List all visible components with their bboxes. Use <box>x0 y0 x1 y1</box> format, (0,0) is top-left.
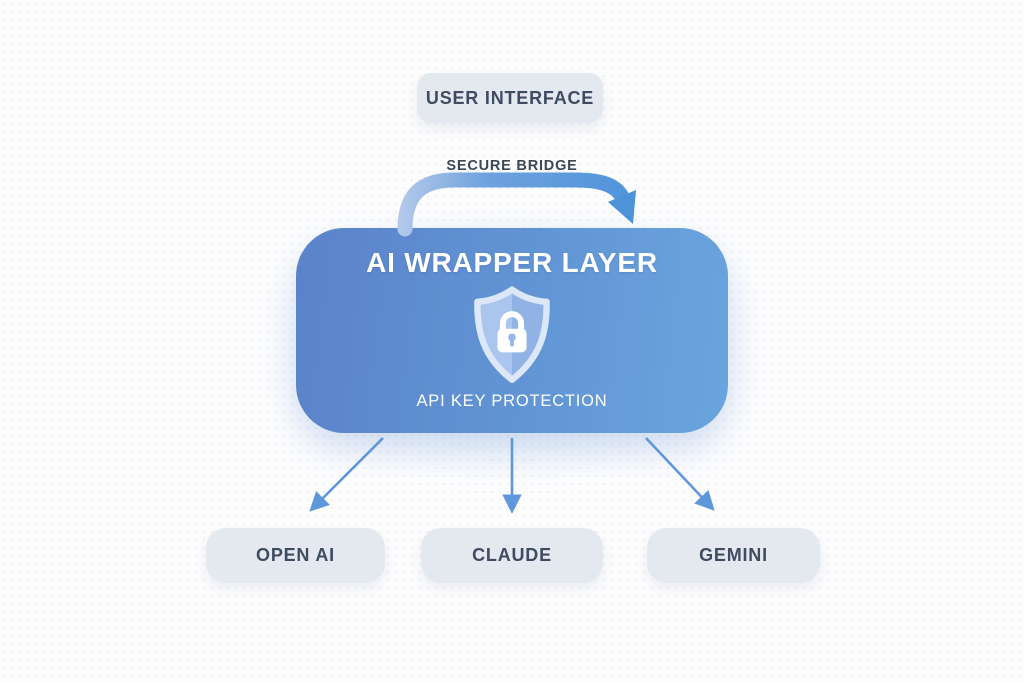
gemini-label: GEMINI <box>699 545 768 565</box>
node-claude: CLAUDE <box>421 528 603 583</box>
arrow-to-openai <box>309 437 384 512</box>
node-user-interface: USER INTERFACE <box>417 73 603 123</box>
secure-bridge-label: SECURE BRIDGE <box>446 158 578 174</box>
wrapper-title: AI WRAPPER LAYER <box>366 247 658 278</box>
user-interface-label: USER INTERFACE <box>425 87 595 108</box>
secure-bridge-arrow <box>397 172 636 237</box>
node-ai-wrapper-layer: AI WRAPPER LAYER API KEY PROTECTION <box>296 228 728 433</box>
shield-lock-icon <box>464 285 560 387</box>
claude-label: CLAUDE <box>472 545 552 565</box>
arrow-to-gemini <box>645 437 715 511</box>
openai-label: OPEN AI <box>256 545 335 565</box>
wrapper-subtitle: API KEY PROTECTION <box>416 392 608 410</box>
node-openai: OPEN AI <box>206 528 385 583</box>
node-gemini: GEMINI <box>647 528 820 583</box>
